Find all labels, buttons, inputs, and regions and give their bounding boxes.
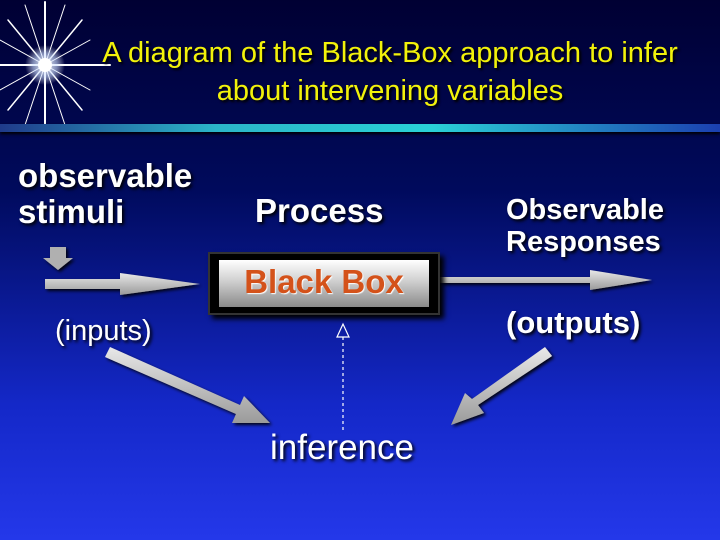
inference-to-blackbox-arrow xyxy=(336,322,350,430)
stimuli-label: observable stimuli xyxy=(18,157,193,230)
inference-label: inference xyxy=(270,428,414,467)
black-box-panel xyxy=(219,260,429,307)
black-box-label: Black Box xyxy=(244,263,404,300)
slide-title: A diagram of the Black-Box approach to i… xyxy=(102,37,678,107)
inputs-label: (inputs) xyxy=(55,315,152,347)
starburst-icon xyxy=(0,1,111,129)
blackbox-to-responses-arrow xyxy=(440,270,652,290)
stimuli-to-blackbox-arrow xyxy=(45,273,200,295)
black-box: Black Box xyxy=(208,252,440,315)
inputs-to-inference-arrow xyxy=(105,347,270,423)
title-divider xyxy=(0,124,720,132)
outputs-label: (outputs) xyxy=(506,305,641,340)
outputs-to-inference-arrow xyxy=(451,347,552,425)
down-arrow-icon xyxy=(43,247,73,270)
process-label: Process xyxy=(255,192,384,229)
responses-label: Observable Responses xyxy=(506,194,664,258)
